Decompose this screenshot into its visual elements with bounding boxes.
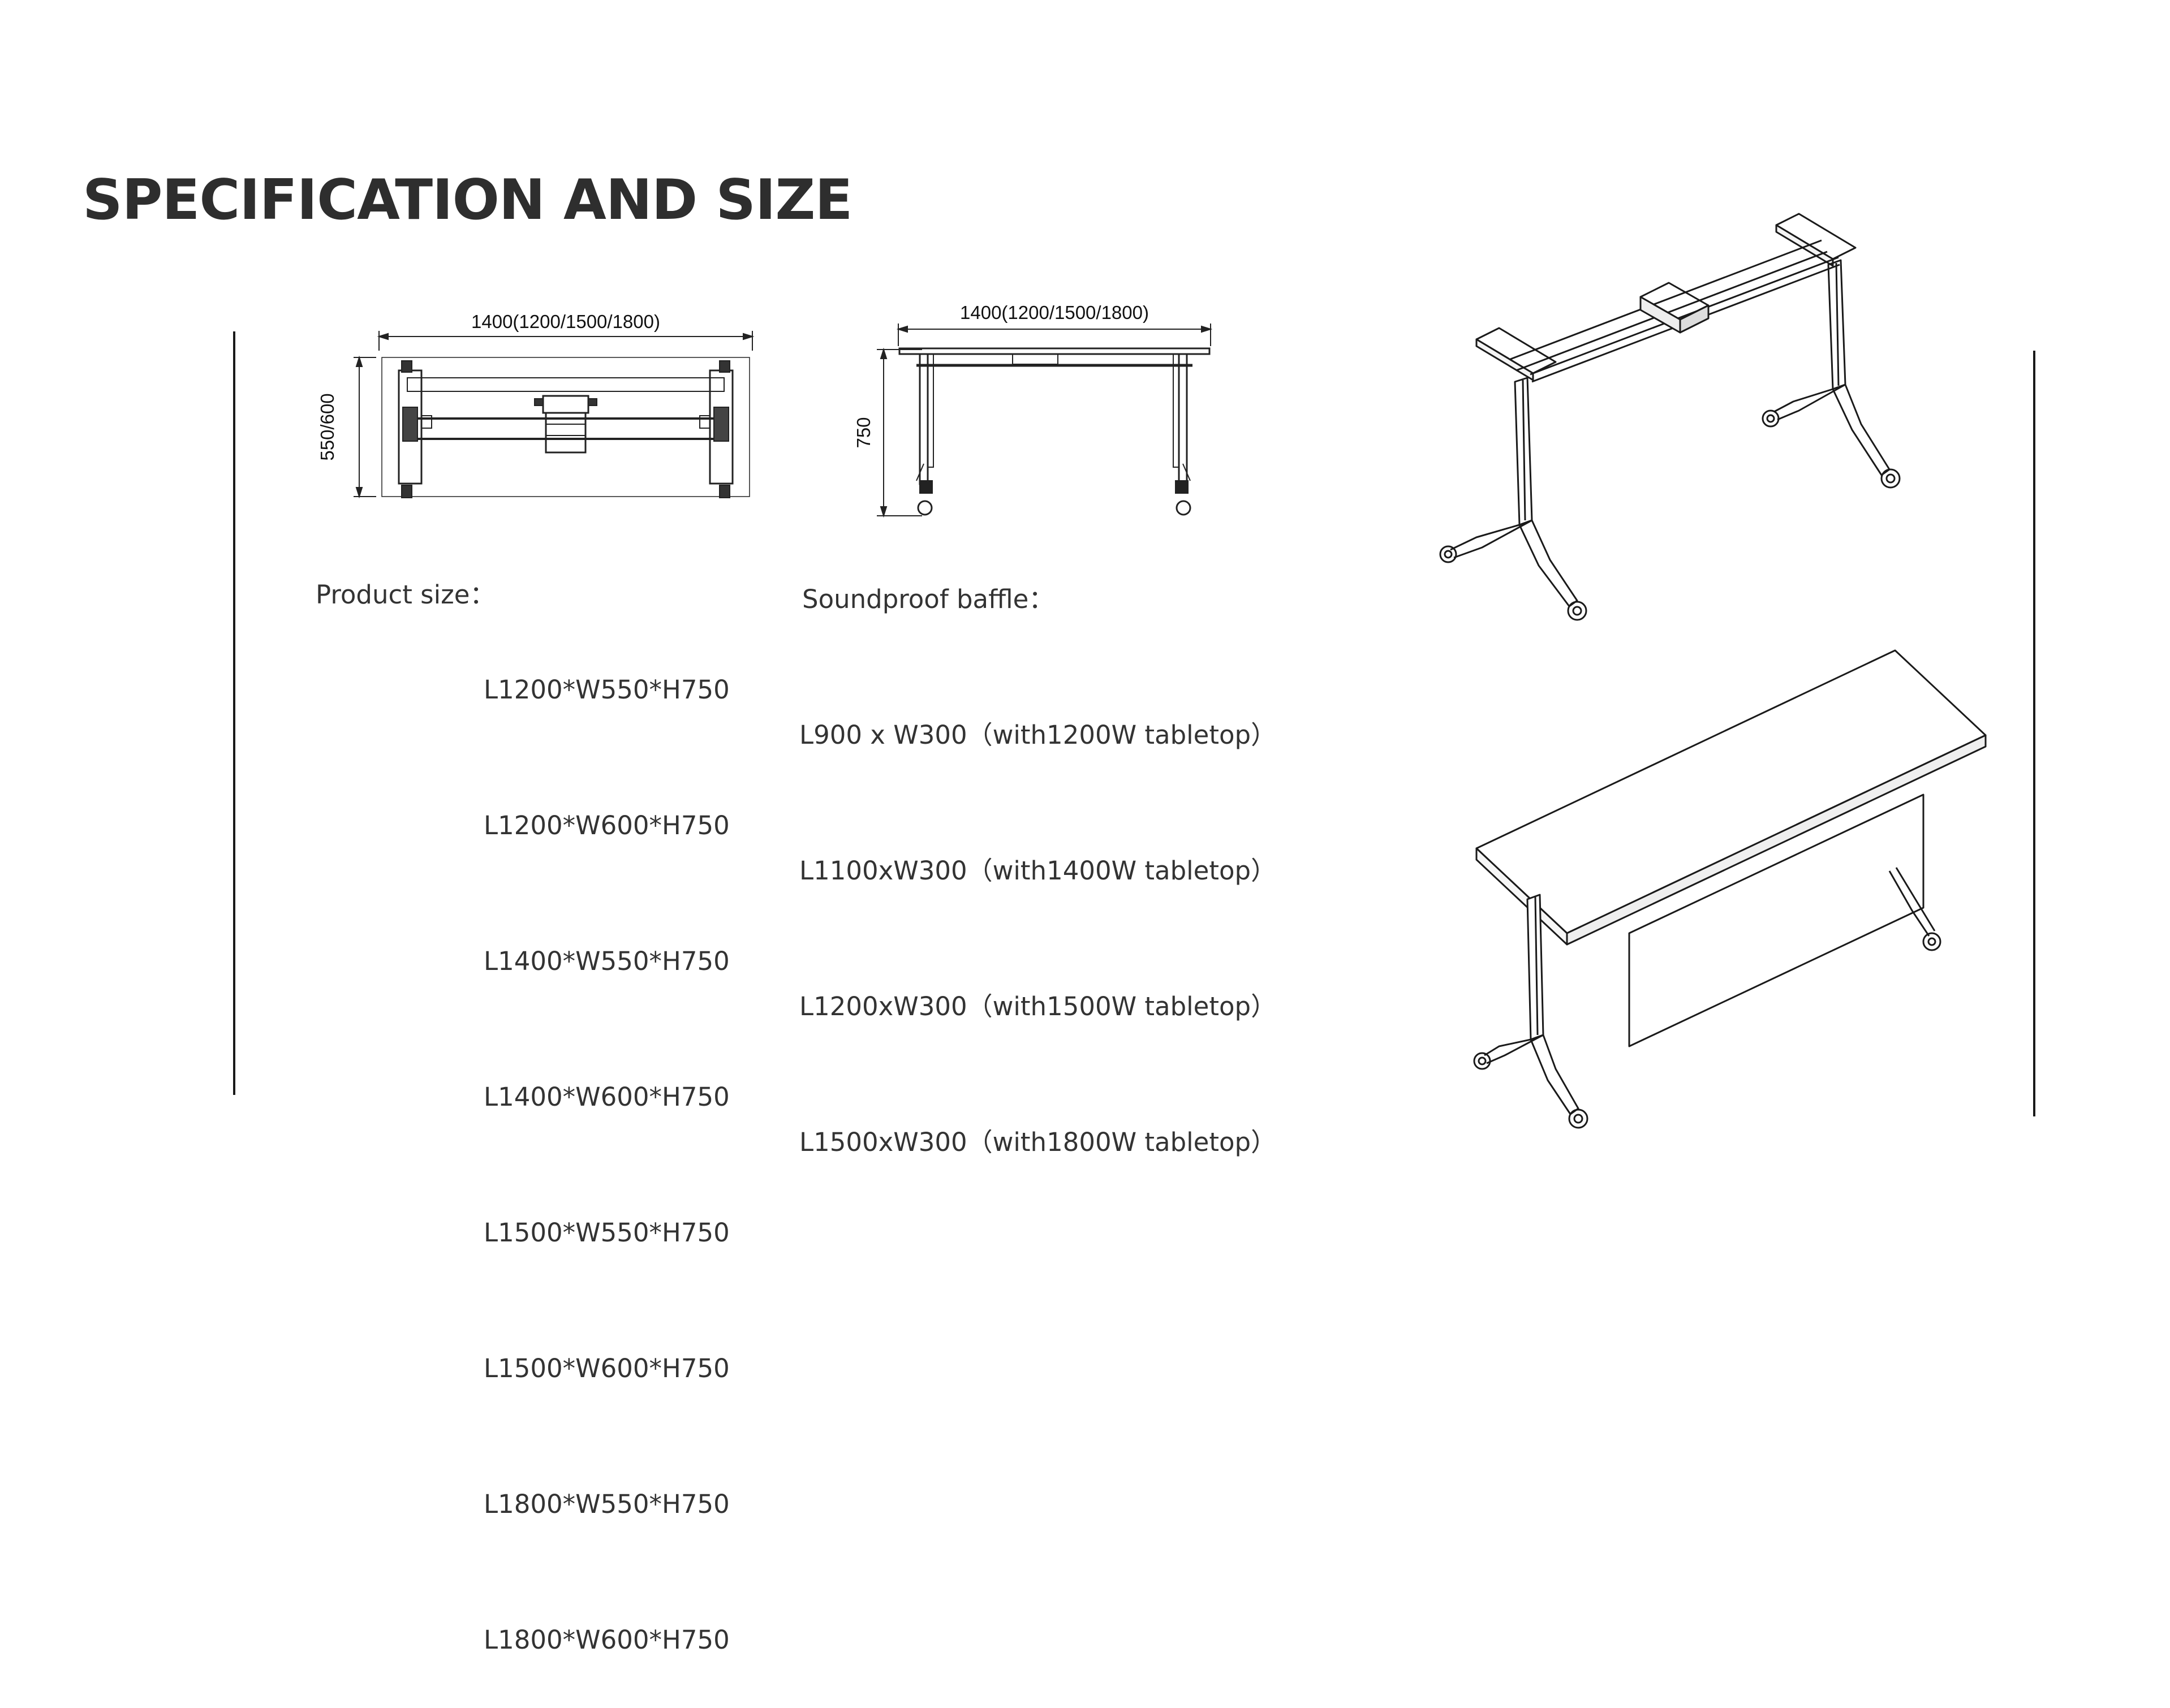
baffle-size-item: L900 x W300（with1200W tabletop） — [799, 720, 1277, 750]
top-view-depth-label: 550/600 — [317, 393, 338, 460]
product-size-item: L1400*W550*H750 — [484, 946, 730, 976]
left-divider — [233, 331, 235, 1095]
product-size-item: L1200*W550*H750 — [484, 675, 730, 705]
product-size-item: L1800*W600*H750 — [484, 1625, 730, 1655]
front-view-width-label: 1400(1200/1500/1800) — [960, 302, 1149, 323]
soundproof-baffle-list: L900 x W300（with1200W tabletop） L1100xW3… — [799, 622, 1276, 1210]
product-size-label: Product size： — [316, 580, 496, 610]
product-size-item: L1500*W600*H750 — [484, 1353, 730, 1383]
top-view-width-label: 1400(1200/1500/1800) — [471, 311, 660, 332]
baffle-size-item: L1500xW300（with1800W tabletop） — [799, 1127, 1277, 1157]
baffle-size-item: L1100xW300（with1400W tabletop） — [799, 856, 1277, 886]
product-size-item: L1500*W550*H750 — [484, 1218, 730, 1248]
soundproof-baffle-label: Soundproof baffle： — [802, 584, 1054, 614]
isometric-table-drawing — [1473, 649, 1987, 1129]
front-view-height-label: 750 — [853, 417, 874, 448]
product-size-item: L1800*W550*H750 — [484, 1489, 730, 1519]
isometric-frame-drawing — [1439, 213, 1901, 621]
product-size-item: L1200*W600*H750 — [484, 810, 730, 840]
front-view-drawing: 1400(1200/1500/1800) 750 — [853, 302, 1213, 518]
page-title: SPECIFICATION AND SIZE — [83, 168, 852, 232]
baffle-size-item: L1200xW300（with1500W tabletop） — [799, 991, 1277, 1021]
product-size-list: L1200*W550*H750 L1200*W600*H750 L1400*W5… — [484, 577, 730, 1708]
right-divider — [2033, 351, 2035, 1116]
top-view-drawing: 1400(1200/1500/1800) 550/600 — [317, 311, 755, 499]
product-size-item: L1400*W600*H750 — [484, 1082, 730, 1112]
